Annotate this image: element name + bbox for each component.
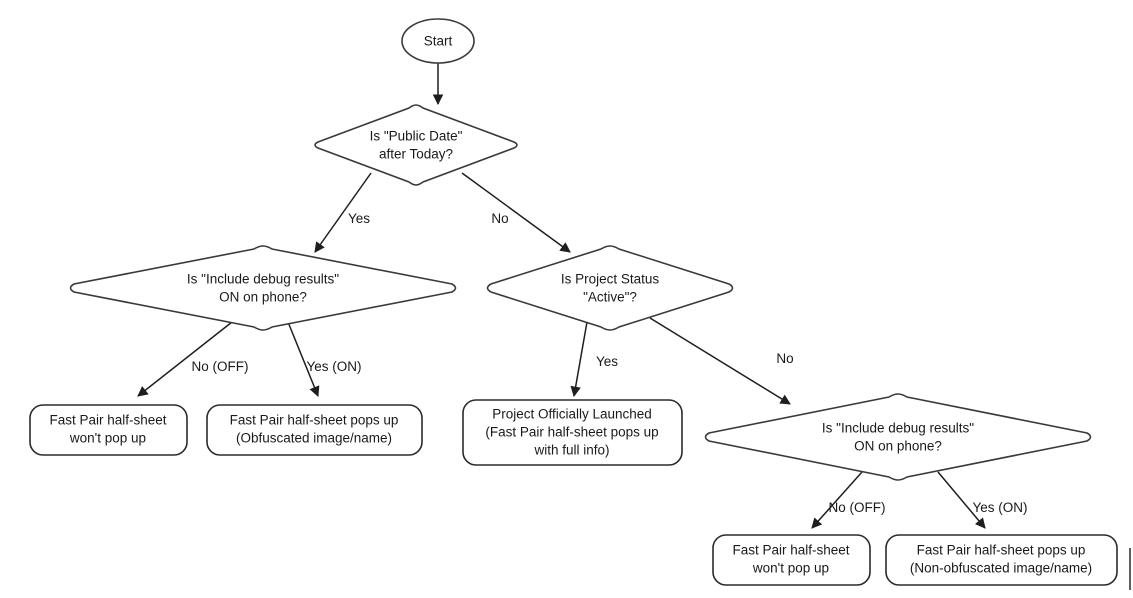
- edge-label-public-date-no: No: [491, 211, 508, 226]
- edge-debug-left-on: [287, 321, 320, 397]
- node-decision-project-status[interactable]: Is Project Status "Active"?: [486, 245, 734, 331]
- edge-label-project-status-no: No: [776, 351, 793, 366]
- left-on-box: [206, 404, 423, 456]
- public-date-line2: after Today?: [379, 147, 453, 162]
- launched-line1: Project Officially Launched: [492, 407, 652, 422]
- right-on-box: [885, 534, 1118, 586]
- right-on-line1: Fast Pair half-sheet pops up: [917, 543, 1086, 558]
- edge-label-debug-left-on: Yes (ON): [306, 359, 361, 374]
- start-ellipse: [401, 18, 475, 64]
- debug-right-line2: ON on phone?: [854, 439, 942, 454]
- left-off-box: [29, 404, 188, 456]
- left-on-line2: (Obfuscated image/name): [236, 431, 392, 446]
- edge-debug-right-on: [937, 471, 986, 529]
- right-on-line2: (Non-obfuscated image/name): [910, 561, 1092, 576]
- project-status-line1: Is Project Status: [561, 272, 660, 287]
- right-off-line2: won't pop up: [752, 561, 829, 576]
- edge-label-debug-left-off: No (OFF): [192, 359, 249, 374]
- edge-public-date-yes: [314, 172, 372, 253]
- launched-line2: (Fast Pair half-sheet pops up: [485, 425, 658, 440]
- edge-debug-left-off: [137, 321, 233, 397]
- left-on-line1: Fast Pair half-sheet pops up: [230, 413, 399, 428]
- node-terminal-right-on[interactable]: Fast Pair half-sheet pops up (Non-obfusc…: [885, 534, 1118, 586]
- project-status-diamond: [486, 245, 734, 331]
- launched-box: [462, 399, 683, 466]
- connectors: [137, 63, 986, 529]
- debug-left-diamond: [69, 245, 457, 331]
- left-off-line1: Fast Pair half-sheet: [49, 413, 166, 428]
- node-decision-debug-right[interactable]: Is "Include debug results" ON on phone?: [704, 393, 1092, 481]
- node-terminal-right-off[interactable]: Fast Pair half-sheet won't pop up: [712, 534, 871, 586]
- public-date-diamond: [314, 104, 518, 186]
- start-label: Start: [424, 34, 453, 49]
- edge-project-status-no: [649, 317, 791, 405]
- edge-label-debug-right-on: Yes (ON): [972, 500, 1027, 515]
- node-start[interactable]: Start: [401, 18, 475, 64]
- right-off-box: [712, 534, 871, 586]
- project-status-line2: "Active"?: [583, 290, 637, 305]
- edge-label-debug-right-off: No (OFF): [829, 500, 886, 515]
- node-terminal-launched[interactable]: Project Officially Launched (Fast Pair h…: [462, 399, 683, 466]
- debug-left-line2: ON on phone?: [219, 290, 307, 305]
- edge-public-date-no: [461, 172, 571, 253]
- edge-label-project-status-yes: Yes: [596, 354, 618, 369]
- right-off-line1: Fast Pair half-sheet: [732, 543, 849, 558]
- public-date-line1: Is "Public Date": [370, 129, 463, 144]
- debug-left-line1: Is "Include debug results": [187, 272, 339, 287]
- launched-line3: with full info): [533, 443, 609, 458]
- node-decision-debug-left[interactable]: Is "Include debug results" ON on phone?: [69, 245, 457, 331]
- edge-debug-right-off: [811, 471, 863, 529]
- edge-labels: Yes No No (OFF) Yes (ON) Yes No No (OFF)…: [192, 211, 1028, 515]
- node-terminal-left-on[interactable]: Fast Pair half-sheet pops up (Obfuscated…: [206, 404, 423, 456]
- node-decision-public-date[interactable]: Is "Public Date" after Today?: [314, 104, 518, 186]
- edge-project-status-yes: [570, 321, 588, 398]
- debug-right-line1: Is "Include debug results": [822, 421, 974, 436]
- debug-right-diamond: [704, 393, 1092, 481]
- node-terminal-left-off[interactable]: Fast Pair half-sheet won't pop up: [29, 404, 188, 456]
- left-off-line2: won't pop up: [69, 431, 146, 446]
- edge-label-public-date-yes: Yes: [348, 211, 370, 226]
